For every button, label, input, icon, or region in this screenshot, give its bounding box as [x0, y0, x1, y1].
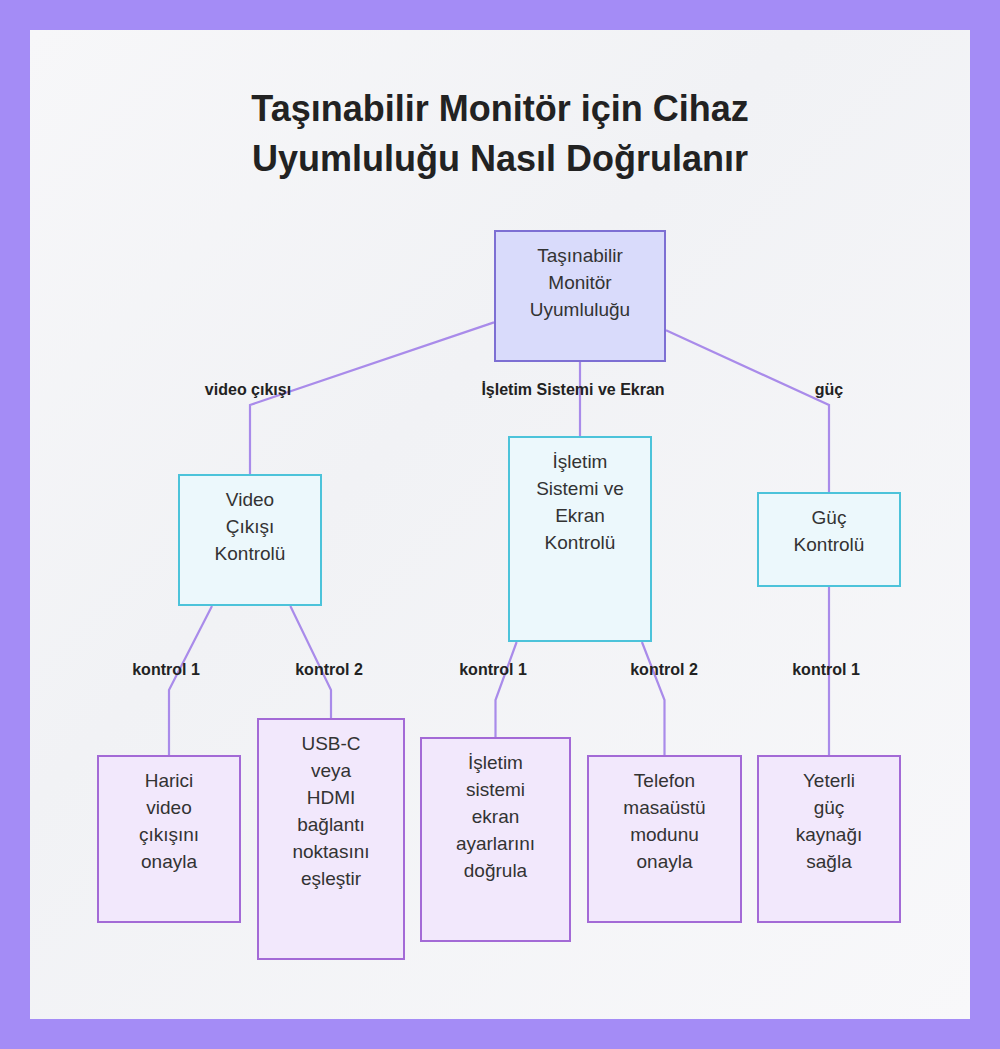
step-box: Harici video çıkışını onayla: [97, 755, 241, 923]
connector-line: [579, 362, 581, 436]
connector: [169, 606, 212, 755]
edge-label: güç: [815, 381, 843, 399]
node-text: Taşınabilir Monitör Uyumluluğu: [520, 242, 640, 323]
edge-label: kontrol 2: [295, 661, 363, 679]
category-box: Video Çıkışı Kontrolü: [178, 474, 322, 606]
node-text: Harici video çıkışını onayla: [129, 767, 209, 875]
step-box: Yeterli güç kaynağı sağla: [757, 755, 901, 923]
connector-line: [666, 330, 829, 492]
diagram-title: Taşınabilir Monitör için Cihaz Uyumluluğ…: [150, 84, 850, 184]
edge-label: video çıkışı: [205, 381, 291, 399]
node-text: Telefon masaüstü modunu onayla: [610, 767, 720, 875]
node-text: Yeterli güç kaynağı sağla: [789, 767, 869, 875]
edge-label: kontrol 1: [459, 661, 527, 679]
connector: [250, 322, 494, 474]
connector: [580, 362, 581, 436]
connector-line: [496, 642, 517, 737]
root-box: Taşınabilir Monitör Uyumluluğu: [494, 230, 666, 362]
edge-label: kontrol 2: [630, 661, 698, 679]
connector-line: [250, 322, 494, 474]
edge-label: kontrol 1: [792, 661, 860, 679]
edge-label: kontrol 1: [132, 661, 200, 679]
node-text: İşletim Sistemi ve Ekran Kontrolü: [530, 448, 630, 556]
connector-line: [169, 606, 212, 755]
connector: [666, 330, 829, 492]
node-text: USB-C veya HDMI bağlantı noktasını eşleş…: [286, 730, 376, 892]
category-box: İşletim Sistemi ve Ekran Kontrolü: [508, 436, 652, 642]
node-text: Güç Kontrolü: [789, 504, 869, 558]
node-text: Video Çıkışı Kontrolü: [205, 486, 295, 567]
category-box: Güç Kontrolü: [757, 492, 901, 587]
step-box: İşletim sistemi ekran ayarlarını doğrula: [420, 737, 571, 942]
connector-line: [642, 642, 665, 755]
node-text: İşletim sistemi ekran ayarlarını doğrula: [451, 749, 541, 884]
edge-label: İşletim Sistemi ve Ekran: [481, 381, 664, 399]
step-box: Telefon masaüstü modunu onayla: [587, 755, 742, 923]
connector: [642, 642, 665, 755]
step-box: USB-C veya HDMI bağlantı noktasını eşleş…: [257, 718, 405, 960]
connector: [496, 642, 517, 737]
